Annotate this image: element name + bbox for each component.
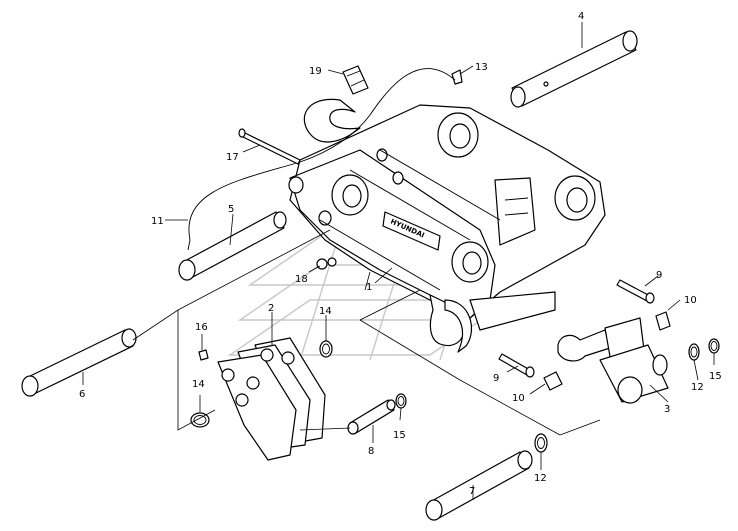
callout-14b: 14: [319, 306, 332, 317]
ring-part-15-left: [395, 393, 407, 409]
nut-part-18: [316, 257, 337, 270]
coupler-frame: HYUNDAI: [288, 98, 606, 353]
bolt-part-9-upper: [616, 279, 655, 304]
callout-19: 19: [309, 66, 322, 77]
clip-part-13: [451, 69, 463, 85]
ring-part-12-right: [688, 343, 700, 361]
callout-labels: 1 2 3 4 5 6 7 8 9 9 10 10 11 12 12 13 14…: [79, 11, 722, 497]
nipple-part-16: [198, 349, 209, 361]
callout-14a: 14: [192, 379, 205, 390]
pin-part-7: [425, 450, 533, 521]
callout-2: 2: [268, 303, 274, 314]
callout-11: 11: [151, 216, 164, 227]
callout-16: 16: [195, 322, 208, 333]
callout-1: 1: [366, 282, 372, 293]
bolt-part-17: [238, 128, 301, 165]
callout-18: 18: [295, 274, 308, 285]
fitting-part-10-upper: [655, 311, 671, 331]
side-plate-part-2: [217, 337, 326, 461]
callout-leaders: [82, 22, 715, 500]
ring-part-14-right: [319, 340, 333, 358]
callout-4: 4: [578, 11, 584, 22]
wire-part-11: [187, 68, 456, 251]
callout-12b: 12: [534, 473, 547, 484]
bolt-part-9-lower: [498, 353, 535, 378]
callout-7: 7: [469, 486, 475, 497]
ring-part-15-right: [708, 338, 720, 354]
callout-5: 5: [228, 204, 234, 215]
assembly-lines: [132, 229, 601, 436]
callout-6: 6: [79, 389, 85, 400]
callout-9a: 9: [656, 270, 662, 281]
ring-part-12-lower: [534, 433, 548, 453]
pin-part-5: [178, 211, 287, 281]
cylinder-part-3: [557, 317, 669, 404]
callout-13: 13: [475, 62, 488, 73]
pin-part-4: [510, 30, 638, 108]
callout-9b: 9: [493, 373, 499, 384]
pin-part-6: [21, 328, 137, 397]
callout-12a: 12: [691, 382, 704, 393]
callout-15a: 15: [393, 430, 406, 441]
callout-10b: 10: [512, 393, 525, 404]
callout-15b: 15: [709, 371, 722, 382]
callout-3: 3: [664, 404, 670, 415]
callout-17: 17: [226, 152, 239, 163]
callout-8: 8: [368, 446, 374, 457]
callout-10a: 10: [684, 295, 697, 306]
pin-part-8: [347, 399, 396, 435]
clip-part-19: [342, 65, 369, 95]
ring-part-14-left: [190, 412, 210, 428]
fitting-part-10-lower: [543, 371, 563, 391]
